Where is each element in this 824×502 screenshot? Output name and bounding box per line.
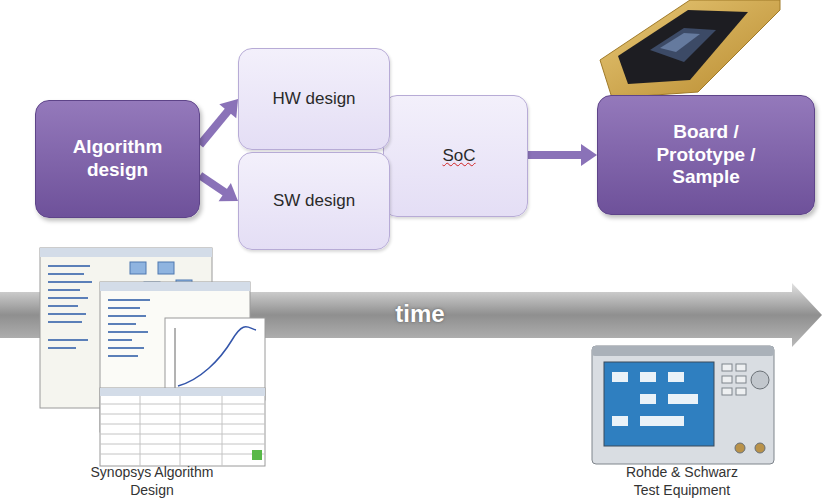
chip-package	[618, 10, 748, 84]
drawing-part	[108, 331, 148, 333]
chip-die	[650, 28, 716, 62]
drawing-part	[722, 364, 732, 371]
drawing-part	[130, 262, 146, 274]
drawing-part	[48, 305, 78, 307]
arrow-head	[219, 183, 238, 201]
drawing-part	[640, 372, 656, 382]
window-titlebar	[100, 282, 250, 291]
window-titlebar	[100, 388, 265, 396]
design-box: SoC	[383, 95, 528, 217]
instrument-case	[592, 346, 774, 464]
drawing-part	[736, 376, 746, 383]
design-box: SW design	[238, 152, 390, 250]
drawing-part	[108, 347, 144, 349]
drawing-part	[48, 281, 92, 283]
drawing-part	[100, 434, 265, 435]
drawing-part	[668, 394, 698, 404]
drawing-part	[640, 394, 656, 404]
drawing-part	[48, 297, 88, 299]
instrument-screen	[604, 362, 714, 446]
picture-caption: Synopsys Algorithm Design	[88, 464, 216, 499]
arrow-shaft	[200, 176, 226, 194]
arrow-head	[219, 99, 238, 118]
flow-arrow	[200, 99, 238, 145]
design-box: HW design	[238, 48, 390, 150]
drawing-part	[612, 372, 628, 382]
drawing-part	[100, 454, 265, 455]
drawing-part	[108, 355, 138, 357]
drawing-part	[100, 424, 265, 425]
drawing-part	[736, 364, 746, 371]
drawing-part	[108, 315, 146, 317]
flow-arrow	[200, 176, 238, 202]
box-label: SW design	[273, 191, 355, 211]
window-titlebar	[40, 248, 212, 257]
box-label: Board / Prototype / Sample	[644, 121, 769, 189]
drawing-part	[100, 444, 265, 445]
drawing-part	[48, 321, 82, 323]
table-grid	[100, 396, 265, 466]
instrument-knob	[751, 371, 769, 389]
chip-reflection	[660, 33, 700, 52]
drawing-part	[722, 376, 732, 383]
drawing-part	[722, 388, 732, 395]
drawing-part	[108, 299, 150, 301]
drawing-part	[668, 372, 684, 382]
stage-box: Board / Prototype / Sample	[597, 95, 815, 215]
drawing-part	[180, 396, 181, 466]
box-label: Algorithm design	[53, 136, 183, 182]
instrument-top-strip	[592, 346, 774, 356]
drawing-part	[108, 307, 140, 309]
drawing-part	[736, 388, 746, 395]
stage-box: Algorithm design	[35, 100, 200, 218]
drawing-part	[48, 347, 76, 349]
box-label: HW design	[272, 89, 355, 109]
screen-blocks	[612, 372, 698, 426]
drawing-part	[48, 273, 84, 275]
drawing-part	[612, 416, 628, 426]
axis-label: time	[360, 299, 480, 329]
picture-caption: Rohde & Schwarz Test Equipment	[620, 464, 744, 499]
drawing-part	[108, 323, 136, 325]
drawing-part	[100, 404, 265, 405]
drawing-part	[48, 289, 80, 291]
arrow-shaft	[200, 110, 229, 145]
plot-axis	[175, 328, 176, 390]
drawing-part	[48, 313, 86, 315]
drawing-part	[108, 339, 132, 341]
drawing-part	[222, 396, 223, 466]
flow-arrow	[528, 144, 597, 166]
arrow-head	[581, 144, 597, 166]
drawing-part	[158, 262, 174, 274]
box-label: SoC	[442, 146, 475, 166]
drawing-part	[48, 339, 88, 341]
drawing-part	[140, 396, 141, 466]
table-window	[100, 388, 265, 466]
text-lines	[48, 266, 92, 348]
instrument-buttons	[722, 364, 746, 395]
arrow-shaft	[528, 151, 583, 159]
chip-substrate	[600, 0, 780, 98]
text-lines	[108, 300, 150, 356]
status-badge	[252, 450, 262, 460]
plot-curve	[178, 327, 256, 386]
instrument-connector	[735, 443, 745, 453]
chip-picture	[600, 0, 780, 98]
drawing-part	[640, 416, 684, 426]
test-equipment	[592, 346, 774, 464]
instrument-connector	[755, 443, 765, 453]
drawing-part	[100, 414, 265, 415]
drawing-part	[48, 265, 90, 267]
software-screenshot	[40, 248, 265, 466]
